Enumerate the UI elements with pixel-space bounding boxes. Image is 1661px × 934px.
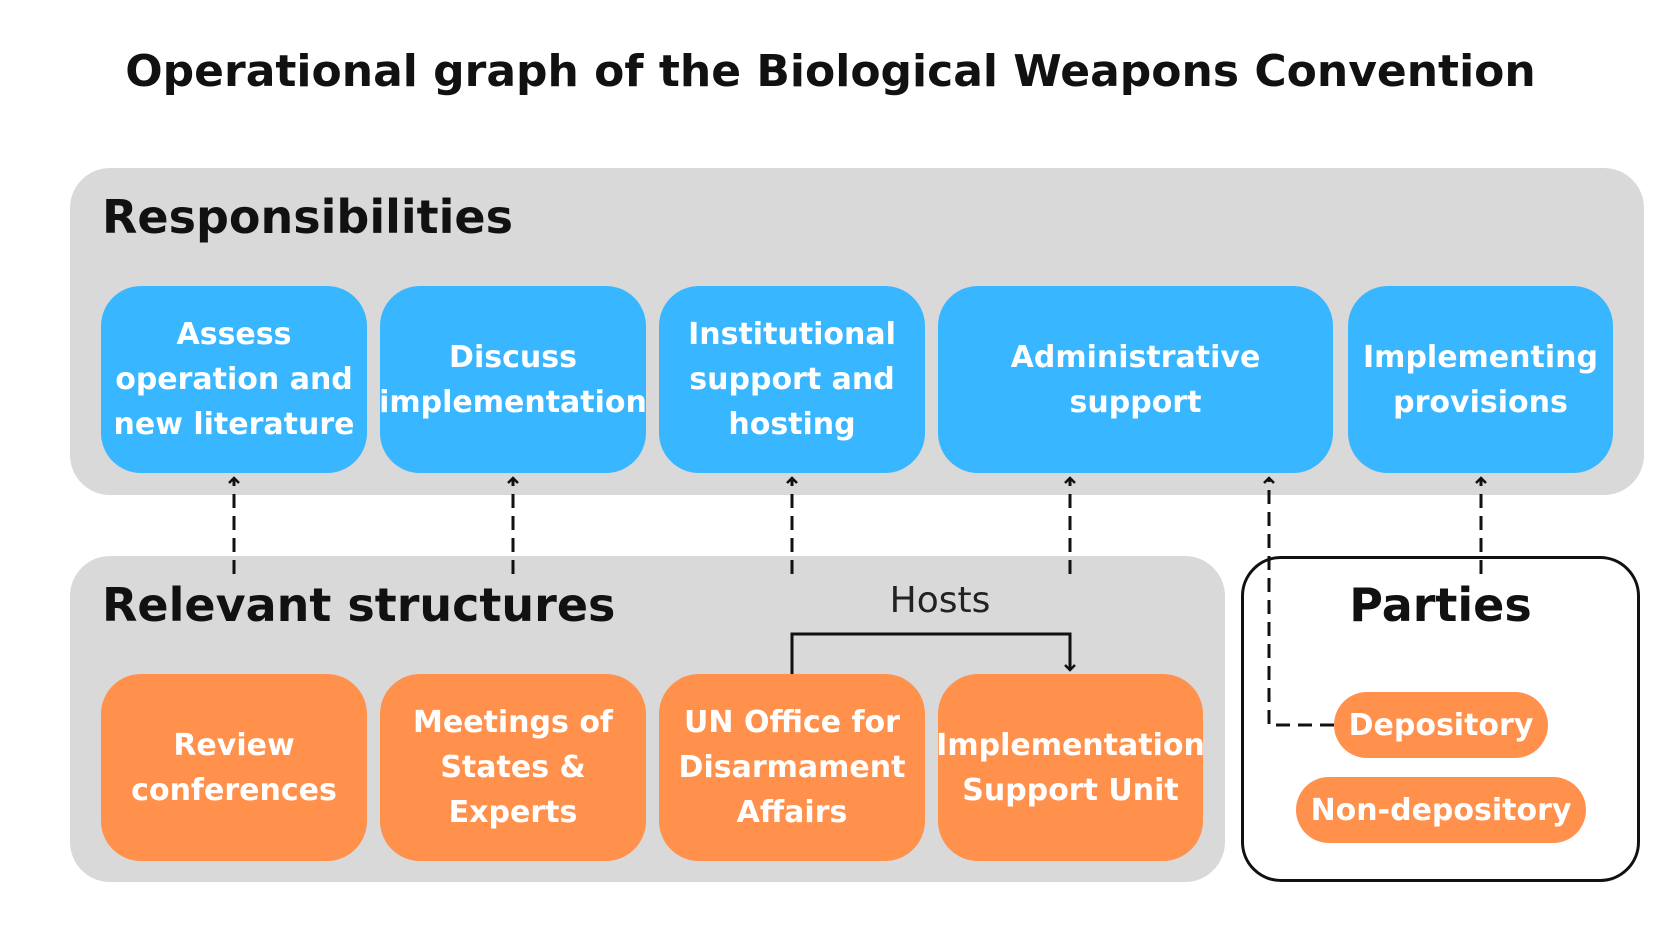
responsibility-label: Administrative support [1010, 339, 1261, 420]
structure-box-unoda: UN Office for Disarmament Affairs [659, 674, 925, 861]
non-depository-label: Non-depository [1310, 792, 1572, 828]
structure-box-isu: Implementation Support Unit [936, 674, 1205, 861]
hosts-label: Hosts [889, 580, 991, 621]
responsibilities-heading: Responsibilities [102, 190, 513, 244]
parties-heading: Parties [1349, 578, 1532, 632]
responsibility-label: Assess operation and new literature [113, 317, 355, 442]
responsibility-box-administrative: Administrative support [938, 286, 1333, 473]
responsibility-box-institutional: Institutional support and hosting [659, 286, 925, 473]
non-depository-pill: Non-depository [1296, 777, 1586, 843]
structure-label: Implementation Support Unit [936, 727, 1205, 808]
depository-label: Depository [1348, 707, 1534, 743]
responsibility-box-discuss: Discuss implementation [379, 286, 647, 473]
structure-label: Meetings of States & Experts [413, 705, 613, 830]
responsibility-label: Discuss implementation [379, 339, 647, 420]
structure-label: UN Office for Disarmament Affairs [678, 705, 906, 830]
responsibility-box-implementing: Implementing provisions [1348, 286, 1613, 473]
responsibility-label: Implementing provisions [1363, 339, 1598, 420]
structure-label: Review conferences [131, 727, 337, 808]
structures-heading: Relevant structures [102, 578, 616, 632]
structure-box-review-conferences: Review conferences [101, 674, 367, 861]
diagram-title: Operational graph of the Biological Weap… [125, 46, 1536, 97]
responsibility-box-assess: Assess operation and new literature [101, 286, 367, 473]
structure-box-meetings: Meetings of States & Experts [380, 674, 646, 861]
responsibility-label: Institutional support and hosting [688, 317, 896, 442]
depository-pill: Depository [1334, 692, 1548, 758]
